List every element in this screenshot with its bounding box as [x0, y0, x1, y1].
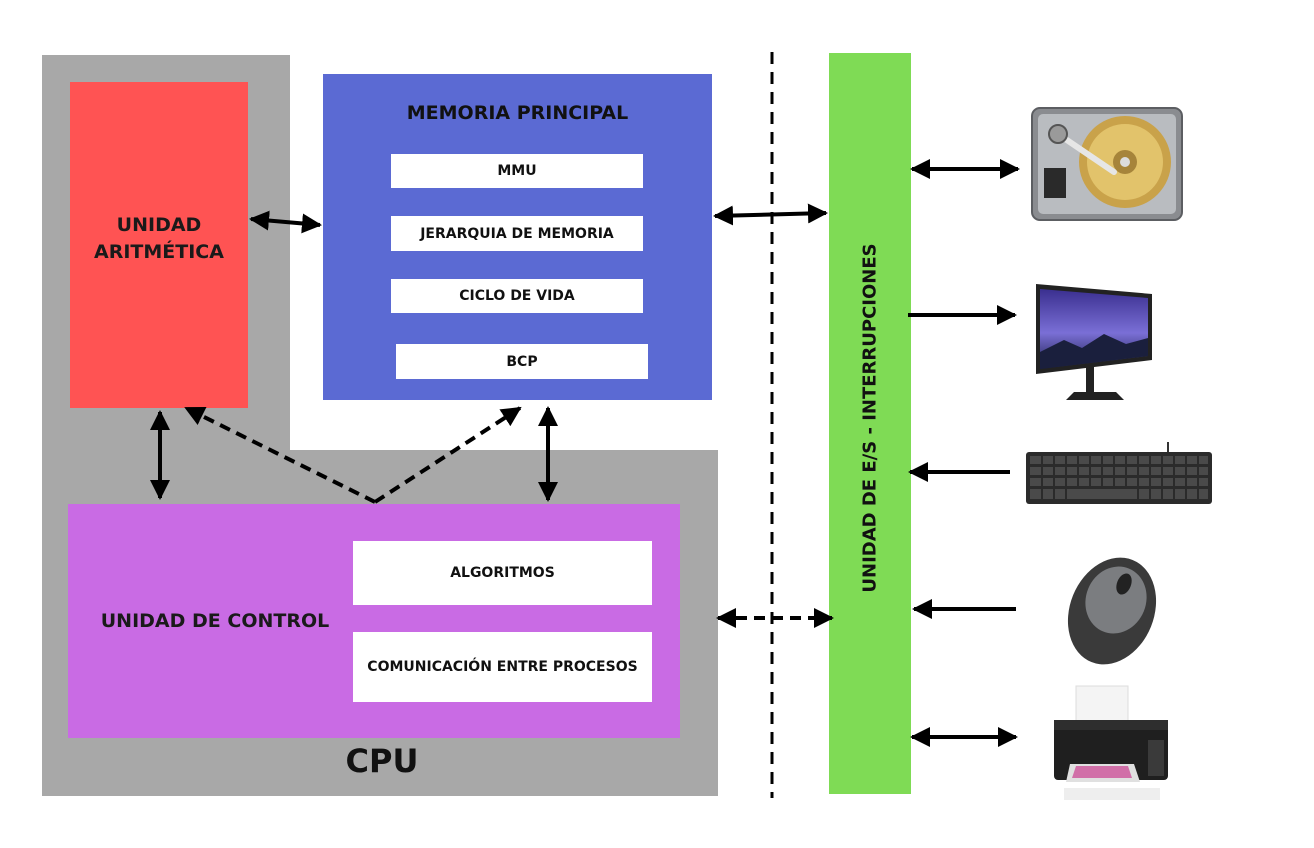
alu-label-line-2: ARITMÉTICA: [94, 241, 224, 263]
control-unit-label: UNIDAD DE CONTROL: [100, 610, 330, 632]
main-memory-title: MEMORIA PRINCIPAL: [406, 102, 629, 124]
arrow-control-alu-dashed: [184, 406, 376, 504]
arrow-memory-io: [713, 203, 828, 226]
memory-item-hierarchy: JERARQUIA DE MEMORIA: [391, 216, 643, 251]
keyboard-icon: [1026, 442, 1212, 504]
memory-item-mmu: MMU: [391, 154, 643, 188]
alu-block: [70, 82, 248, 408]
arrow-alu-memory: [249, 210, 322, 234]
hard-disk-icon: [1031, 107, 1183, 221]
memory-item-bcp: BCP: [396, 344, 648, 379]
control-item-ipc: COMUNICACIÓN ENTRE PROCESOS: [353, 632, 652, 702]
monitor-icon: [1036, 284, 1152, 400]
arrow-control-memory-dashed: [373, 406, 522, 504]
printer-icon: [1054, 685, 1168, 800]
alu-label-line-1: UNIDAD: [116, 214, 202, 236]
io-unit-block: [829, 53, 911, 794]
memory-item-lifecycle: CICLO DE VIDA: [391, 279, 643, 313]
cpu-label: CPU: [345, 742, 419, 780]
control-item-algorithms: ALGORITMOS: [353, 541, 652, 605]
mouse-icon: [1067, 557, 1157, 665]
alu-label: UNIDAD ARITMÉTICA: [70, 212, 248, 266]
